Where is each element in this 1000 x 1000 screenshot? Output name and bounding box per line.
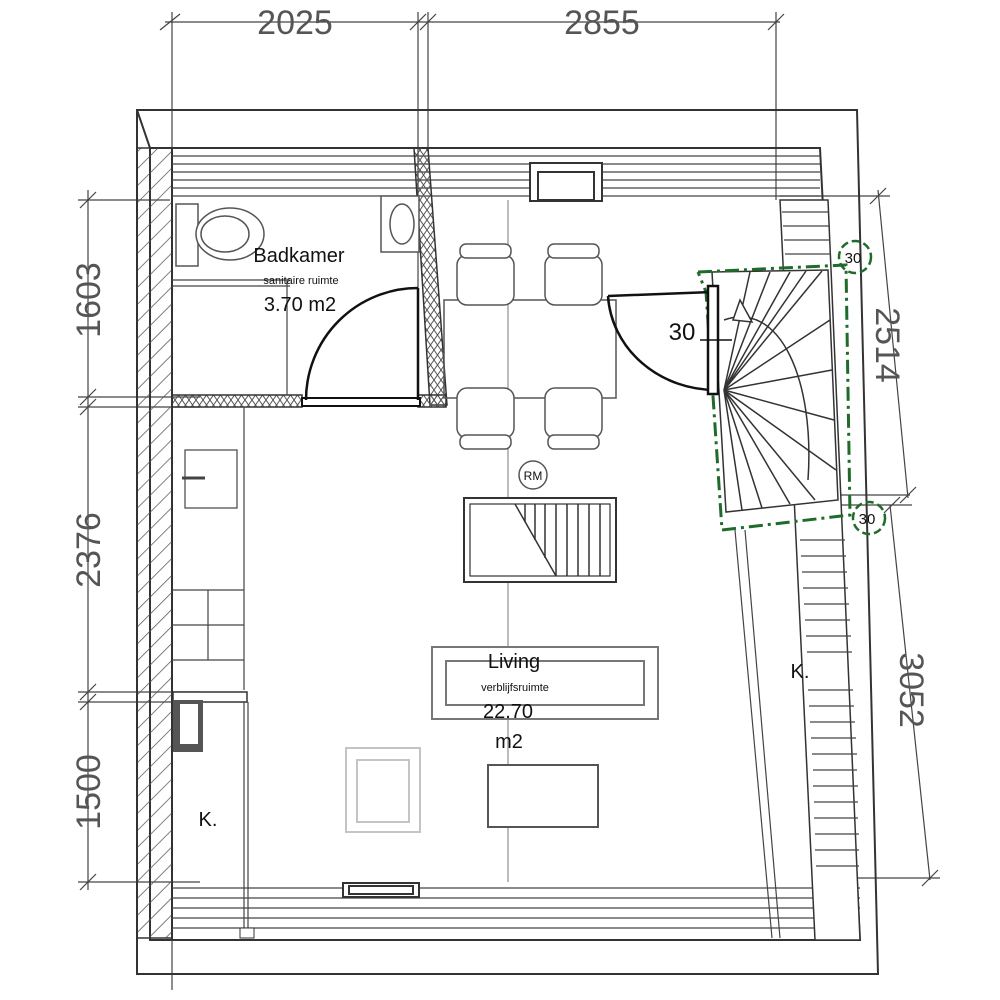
- fire-rating-bottom-label: 30: [859, 511, 876, 528]
- dimension-top-left: 2025: [257, 4, 333, 42]
- bathroom-type: sanitaire ruimte: [263, 275, 338, 287]
- rm-label: RM: [524, 469, 543, 483]
- dimension-right-1: 2514: [868, 307, 906, 383]
- living-area-unit: m2: [495, 731, 523, 753]
- dining-table: [443, 299, 617, 399]
- fire-boundary: [696, 263, 852, 532]
- fire-rating-top-label: 30: [845, 250, 862, 267]
- washbasin-icon: [380, 195, 420, 253]
- internal-stair: [463, 497, 617, 583]
- bathroom-door: [304, 286, 420, 401]
- smoke-detector-icon: [518, 460, 548, 490]
- door-fire-rating: 30: [669, 319, 696, 346]
- dining-chairs: [456, 243, 603, 450]
- dimension-left-1: 1603: [70, 262, 108, 338]
- left-wall-hatch: [136, 147, 173, 939]
- window-top: [529, 162, 603, 202]
- closet-left: [172, 691, 255, 939]
- roof-band-bottom: [172, 887, 860, 929]
- bathroom-name: Badkamer: [253, 245, 344, 267]
- coffee-table: [487, 764, 599, 828]
- roof-band-top: [172, 155, 820, 197]
- armchair: [345, 747, 421, 833]
- dimension-top-right: 2855: [564, 4, 640, 42]
- living-type: verblijfsruimte: [481, 682, 549, 694]
- dimension-left-3: 1500: [70, 754, 108, 830]
- dimension-right-2: 3052: [892, 652, 930, 728]
- living-area-value: 22.70: [483, 701, 533, 723]
- dimension-left-2: 2376: [70, 512, 108, 588]
- spiral-stair: [711, 269, 839, 513]
- sofa: [431, 646, 659, 720]
- living-name: Living: [488, 651, 540, 673]
- toilet-icon: [175, 203, 265, 267]
- closet-right-label: K.: [791, 661, 810, 683]
- bathroom-area: 3.70 m2: [264, 294, 336, 316]
- fire-rating-marker-bottom: [851, 500, 887, 536]
- fire-rating-marker-top: [837, 239, 873, 275]
- bathroom-walls: [171, 147, 448, 408]
- stair-door: [606, 284, 732, 396]
- closet-left-label: K.: [199, 809, 218, 831]
- window-bottom: [342, 882, 420, 898]
- kitchen-counter: [172, 407, 245, 690]
